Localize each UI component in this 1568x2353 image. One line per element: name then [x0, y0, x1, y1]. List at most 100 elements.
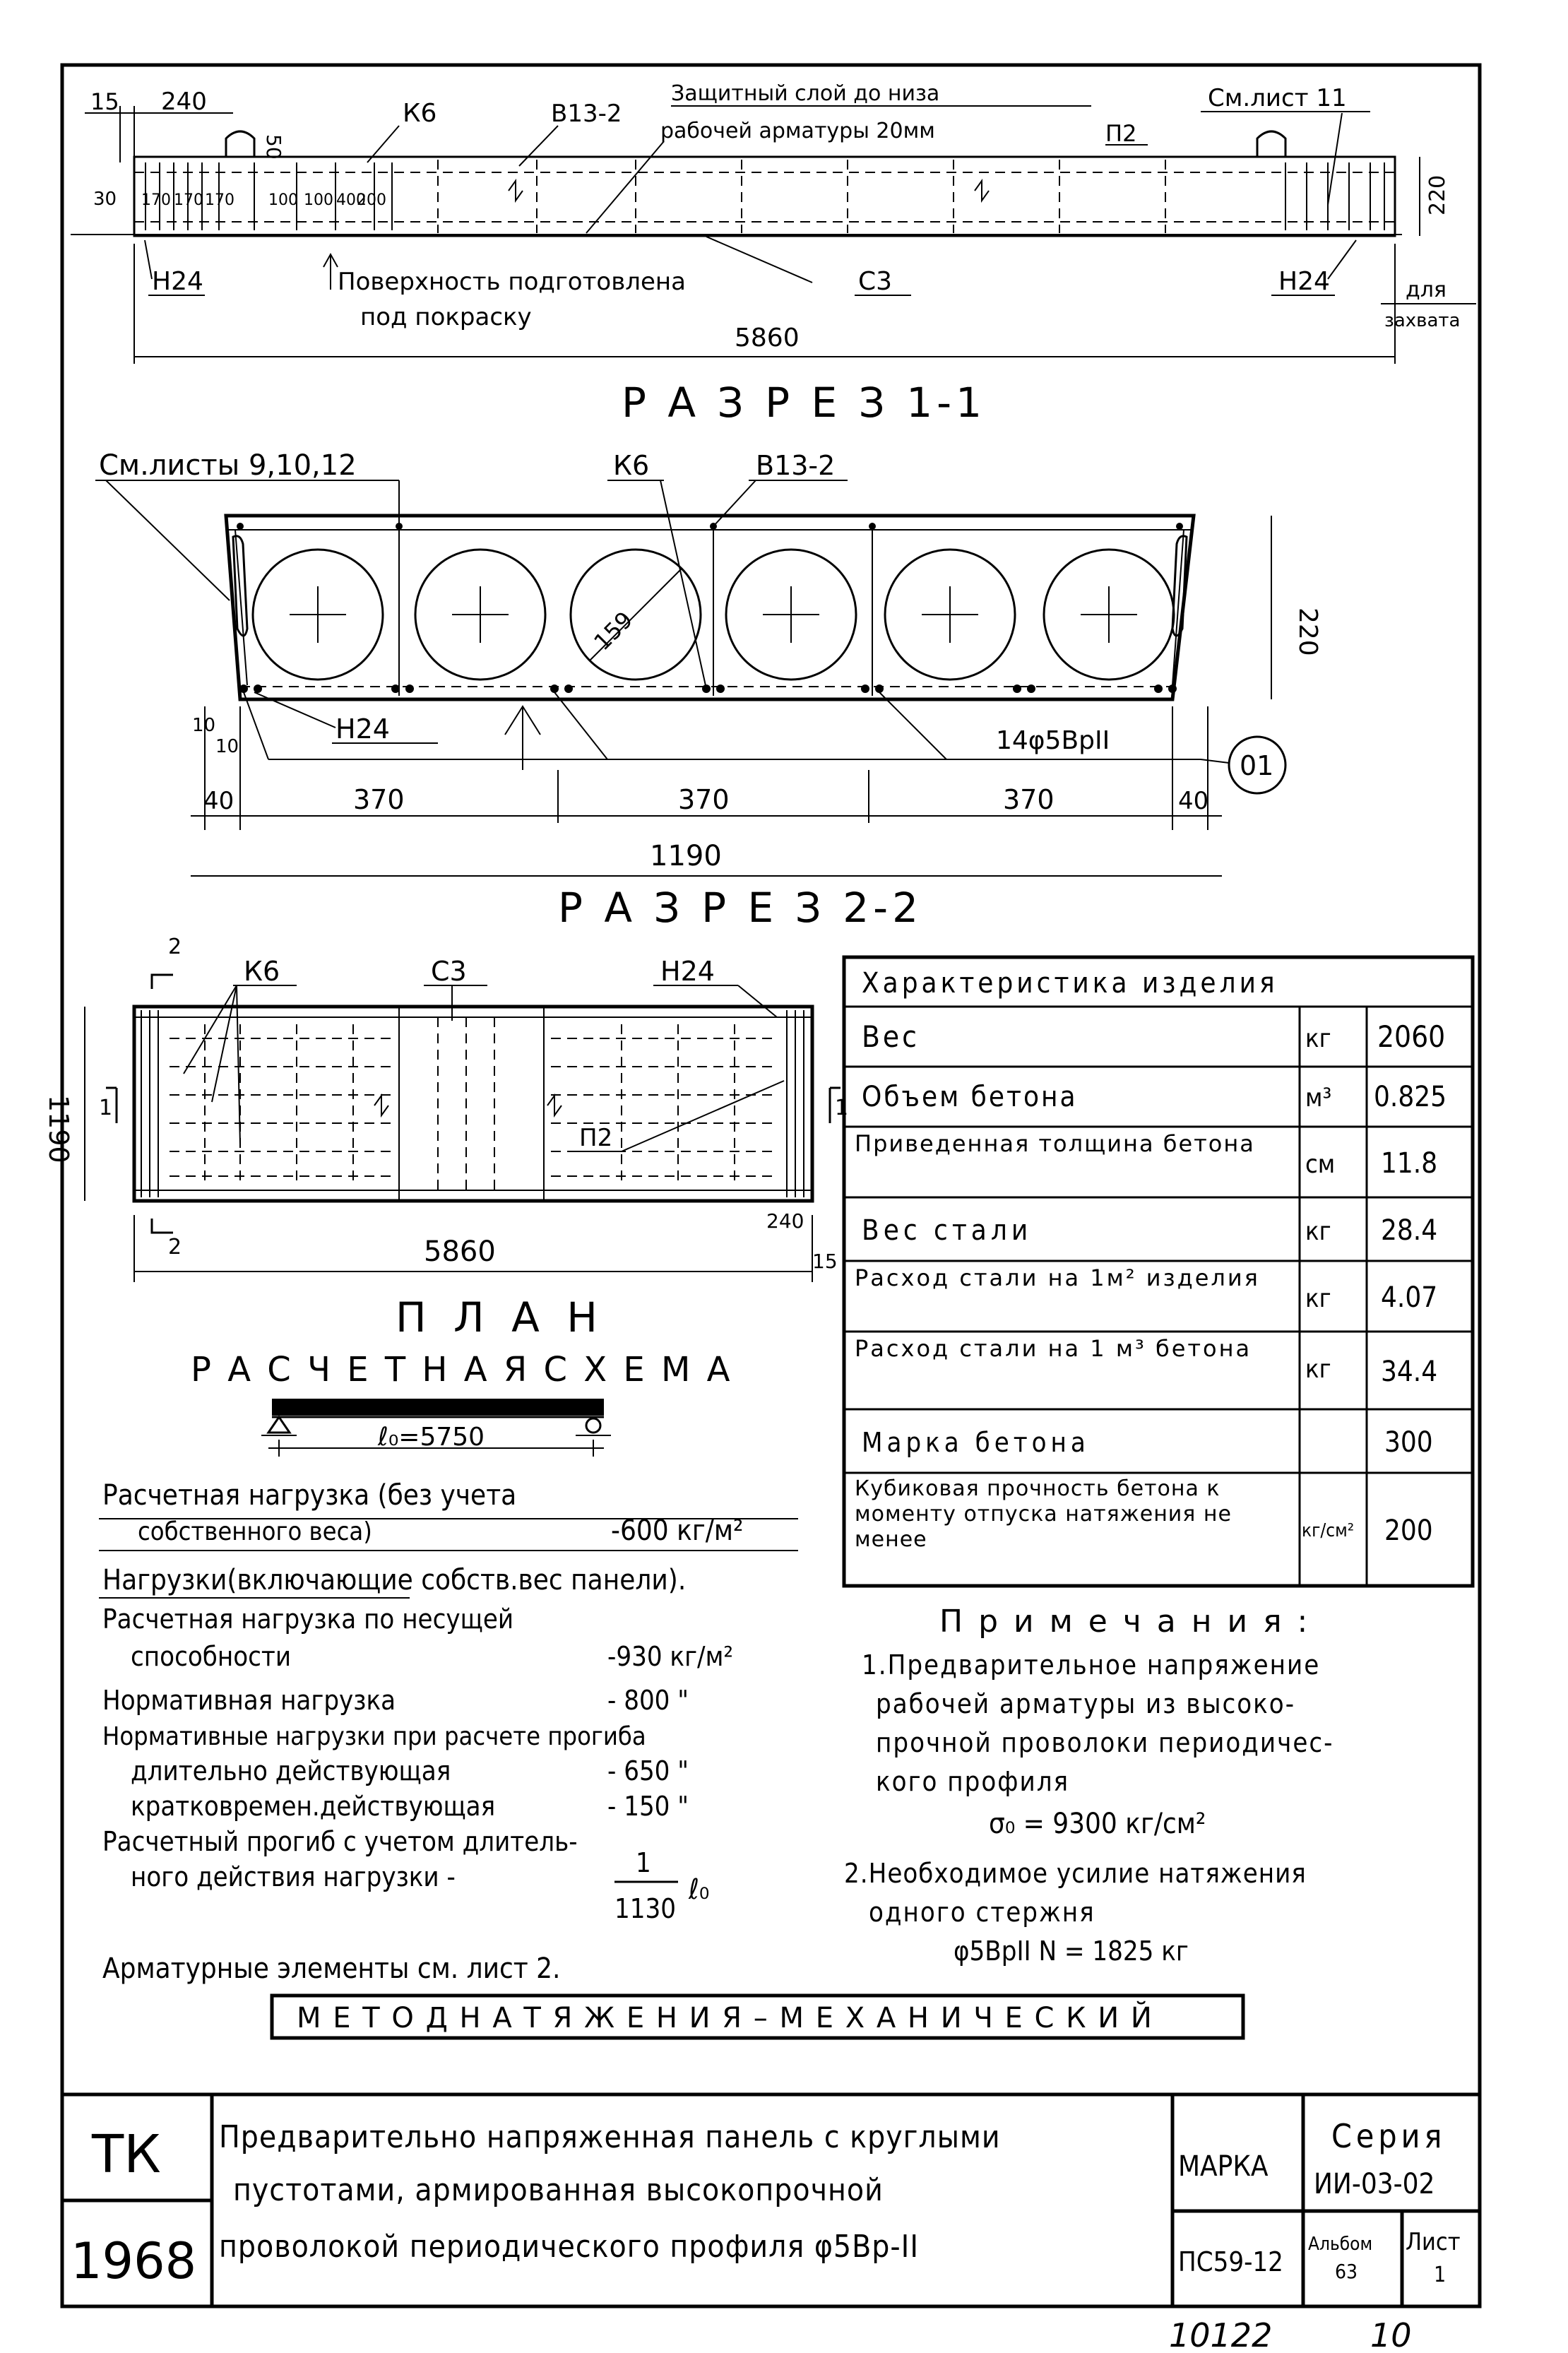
svg-text:40: 40: [203, 787, 234, 815]
lifting-loop-left: [225, 130, 256, 157]
svg-text:м³: м³: [1305, 1084, 1331, 1113]
svg-text:проволокой периодического про: проволокой периодического профиля φ5Вр-I…: [219, 2229, 919, 2265]
svg-text:0.825: 0.825: [1374, 1081, 1447, 1113]
protective-layer-text: Защитный слой до низа: [671, 81, 939, 106]
label-c3: С3: [858, 267, 892, 296]
svg-text:2.Необходимое усилие натяжения: 2.Необходимое усилие натяжения: [844, 1858, 1307, 1889]
node-01: [1228, 735, 1287, 795]
svg-text:Предварительно напряженная пан: Предварительно напряженная панель с круг…: [219, 2119, 1001, 2155]
loads-block: Расчетная нагрузка (без учета собственно…: [99, 1479, 798, 1985]
svg-text:длительно действующая: длительно действующая: [131, 1755, 451, 1786]
dim-1190-plan: 1190: [43, 1095, 74, 1163]
svg-text:10: 10: [215, 736, 239, 757]
armature-note: Арматурные элементы см. лист 2.: [102, 1952, 560, 1985]
svg-text:40: 40: [1178, 787, 1208, 815]
svg-text:370: 370: [1003, 784, 1055, 815]
svg-text:Нормативная нагрузка: Нормативная нагрузка: [102, 1685, 396, 1716]
label-k6-sec: К6: [613, 450, 649, 481]
org-code: ТК: [91, 2124, 161, 2185]
label-k6-plan: К6: [244, 956, 280, 987]
lifting-loop-right: [1256, 130, 1287, 157]
svg-text:см: см: [1305, 1150, 1335, 1179]
svg-text:11.8: 11.8: [1381, 1147, 1437, 1180]
section-1-1-title: Р А З Р Е З 1-1: [622, 379, 986, 427]
svg-text:одного стержня: одного стержня: [869, 1897, 1095, 1928]
svg-text:кг: кг: [1305, 1284, 1331, 1313]
series-value: ИИ-03-02: [1314, 2168, 1435, 2200]
panel-cross-section: [224, 514, 1196, 701]
panel-elevation: [133, 155, 1396, 237]
cut-mark-2-bottom: 2: [168, 1235, 182, 1260]
archive-number: 10122: [1169, 2316, 1272, 2353]
cut-mark-2-top: 2: [168, 935, 182, 959]
svg-text:170: 170: [141, 191, 171, 209]
node-01-label: 01: [1240, 750, 1273, 781]
svg-text:- 800 ": - 800 ": [607, 1685, 689, 1716]
grip-text-2: захвата: [1384, 310, 1460, 331]
sheet-label: Лист: [1406, 2228, 1461, 2256]
svg-text:1130: 1130: [614, 1893, 676, 1924]
marka-label: МАРКА: [1178, 2150, 1269, 2183]
svg-text:кг: кг: [1305, 1355, 1331, 1384]
svg-text:300: 300: [1384, 1426, 1433, 1459]
svg-text:170: 170: [205, 191, 234, 209]
properties-table: Характеристика изделия Вес кг 2060 Объем…: [842, 955, 1475, 1588]
section-2-2-title: Р А З Р Е З 2-2: [558, 884, 922, 932]
svg-text:370: 370: [678, 784, 730, 815]
svg-text:прочной проволоки периодичес-: прочной проволоки периодичес-: [876, 1727, 1334, 1758]
album-label: Альбом: [1308, 2234, 1372, 2255]
svg-text:Расчетная нагрузка (без учета: Расчетная нагрузка (без учета: [102, 1479, 516, 1512]
surface-text-2: под покраску: [360, 303, 532, 331]
svg-text:- 650 ": - 650 ": [607, 1755, 689, 1786]
svg-text:200: 200: [357, 191, 386, 209]
support-left: [266, 1415, 292, 1434]
protective-layer-text-2: рабочей арматуры 20мм: [660, 119, 935, 143]
svg-text:σ₀ = 9300 кг/см²: σ₀ = 9300 кг/см²: [989, 1808, 1206, 1840]
hollow-cores: [251, 548, 1175, 681]
span-length: ℓ₀=5750: [377, 1423, 485, 1452]
svg-text:10: 10: [192, 715, 215, 736]
wire-spec: 14φ5ВрII: [996, 726, 1110, 755]
sheet-frame: [60, 63, 1482, 2308]
svg-text:170: 170: [174, 191, 203, 209]
label-p2: П2: [1105, 120, 1136, 147]
svg-text:200: 200: [1384, 1515, 1433, 1547]
plan-title: П Л А Н: [396, 1293, 605, 1341]
see-sheet-11: См.лист 11: [1208, 84, 1347, 112]
svg-text:способности: способности: [131, 1641, 291, 1672]
svg-text:ℓ₀: ℓ₀: [688, 1873, 709, 1906]
series-label: Серия: [1331, 2117, 1446, 2155]
svg-text:- 150 ": - 150 ": [607, 1791, 689, 1822]
grip-text: для: [1406, 278, 1447, 302]
svg-text:кратковремен.действующая: кратковремен.действующая: [131, 1791, 495, 1822]
svg-text:Вес стали: Вес стали: [862, 1214, 1032, 1247]
notes-title: П р и м е ч а н и я :: [939, 1604, 1310, 1640]
svg-text:28.4: 28.4: [1381, 1214, 1437, 1247]
label-n24-right: Н24: [1278, 267, 1330, 296]
dim-15: 15: [90, 88, 119, 115]
svg-text:кого профиля: кого профиля: [876, 1766, 1069, 1797]
support-right: [585, 1417, 602, 1434]
dim-1190-sec: 1190: [650, 840, 722, 872]
dim-159: 159: [588, 606, 638, 656]
svg-text:Расчетный прогиб с учетом длит: Расчетный прогиб с учетом длитель-: [102, 1826, 578, 1857]
svg-text:φ5ВрII N = 1825 кг: φ5ВрII N = 1825 кг: [954, 1936, 1189, 1967]
svg-text:34.4: 34.4: [1381, 1356, 1437, 1388]
svg-text:Нагрузки(включающие собств.вес: Нагрузки(включающие собств.вес панели).: [102, 1564, 686, 1596]
label-p2-plan: П2: [579, 1124, 612, 1152]
cross-section: 159 См.листы 9,10,12 К6: [95, 449, 1322, 932]
dim-5860-plan: 5860: [424, 1235, 496, 1268]
dim-240-plan: 240: [766, 1209, 804, 1233]
svg-text:100: 100: [304, 191, 333, 209]
svg-text:кг/см²: кг/см²: [1302, 1520, 1354, 1541]
svg-text:Марка бетона: Марка бетона: [862, 1427, 1090, 1458]
see-sheets-9-10-12: См.листы 9,10,12: [99, 449, 357, 482]
title-block: ТК 1968 Предварительно напряженная панел…: [62, 2092, 1480, 2306]
svg-text:100: 100: [268, 191, 298, 209]
label-k6: К6: [403, 99, 436, 128]
cut-mark-1-right: 1: [835, 1096, 848, 1120]
calc-scheme-title: Р А С Ч Е Т Н А Я С Х Е М А: [191, 1350, 732, 1389]
label-v13-sec: В13-2: [756, 450, 835, 481]
label-n24-left: Н24: [152, 267, 203, 296]
